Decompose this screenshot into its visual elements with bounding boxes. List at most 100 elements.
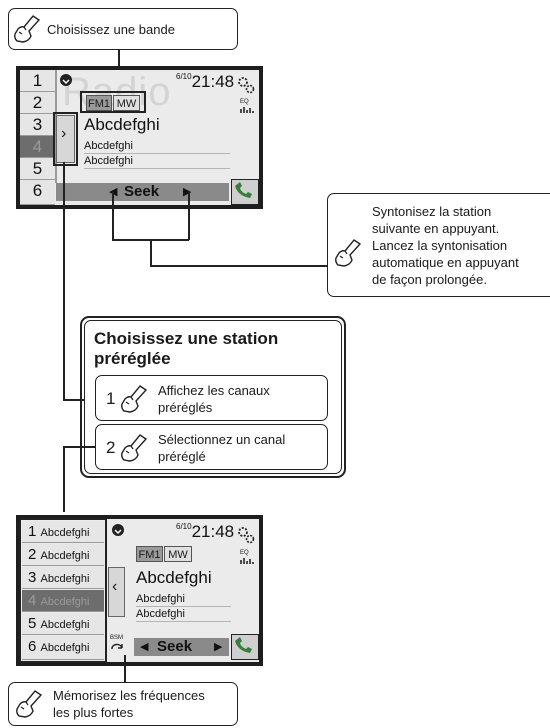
time: 21:48 [191,522,235,541]
bsm-button[interactable]: BSM [108,635,134,657]
preset-number-1[interactable]: 1 [20,70,55,92]
connector [150,265,328,267]
seek-bar [56,183,229,201]
preset-item-5[interactable]: 5 Abcdefghi [22,613,104,635]
preset-list-highlight [19,518,107,663]
station-info-2: Abcdefghi [136,608,185,620]
callout-memorize-text-2: les plus fortes [53,705,134,720]
pointing-hand-icon [121,385,148,413]
callout-band-text: Choisissez une bande [47,22,175,37]
callout-seek-text-2: suivante en appuyant. [372,221,500,236]
panel-title-2: préréglée [94,349,171,368]
list-toggle-highlight [53,112,78,166]
step-1: 1 Affichez les canaux préréglés [95,375,328,421]
panel-title-1: Choisissez une station [94,329,279,348]
preset-2-number: 2 [28,546,37,563]
bsm-label: BSM [110,635,124,641]
preset-list-close-button[interactable] [108,567,125,617]
preset-number-5[interactable]: 5 [20,158,55,180]
radio-screen-preset-list: 1 Abcdefghi 2 Abcdefghi 3 Abcdefghi 4 Ab… [16,515,263,666]
divider [84,153,230,154]
step-1-text-1: Affichez les canaux [158,383,270,398]
connector [118,50,120,72]
divider [84,168,230,169]
column-divider [55,70,57,183]
band-mw-button[interactable]: MW [164,546,192,562]
station-info-1: Abcdefghi [84,140,133,152]
step-1-number: 1 [106,389,116,408]
preset-number-4[interactable]: 4 [20,136,55,158]
preset-item-4[interactable]: 4 Abcdefghi [22,590,104,612]
preset-6-name: Abcdefghi [40,642,90,654]
preset-number-2[interactable]: 2 [20,92,55,114]
preset-number-6[interactable]: 6 [20,180,55,205]
preset-4-number: 4 [28,592,37,609]
station-name: Abcdefghi [136,568,212,587]
step-2-text-2: préréglé [158,449,206,464]
eq-label: EQ [240,550,249,556]
radio-screen: 1 2 3 4 5 6 Radio FM1 MW 6/1021:48 EQ › … [16,66,263,209]
phone-icon [235,182,252,198]
pointing-hand-icon [14,15,41,43]
menu-icon[interactable] [112,524,124,536]
connector [63,162,65,400]
preset-number-list: 1 2 3 4 5 6 [20,70,55,205]
step-2: 2 Sélectionnez un canal préréglé [95,424,328,470]
band-mw-button[interactable]: MW [113,95,140,111]
preset-6-number: 6 [28,638,37,655]
chevron-right-icon: › [61,125,67,142]
eq-icon[interactable]: EQ [240,99,256,115]
phone-button[interactable] [231,634,259,660]
preset-item-6[interactable]: 6 Abcdefghi [22,636,104,660]
preset-5-name: Abcdefghi [40,619,90,631]
callout-seek-text-4: automatique en appuyant [372,255,519,270]
seek-left-button[interactable]: ◀ [140,641,149,653]
menu-icon[interactable] [60,74,72,86]
preset-item-2[interactable]: 2 Abcdefghi [22,544,104,566]
band-fm1-button[interactable]: FM1 [86,95,112,111]
station-name: Abcdefghi [84,115,160,134]
seek-right-button[interactable]: ▶ [214,641,223,653]
callout-seek-text-3: Lancez la syntonisation [372,238,508,253]
eq-icon[interactable]: EQ [240,550,256,566]
divider [136,621,231,622]
pointing-hand-icon [121,434,148,462]
preset-item-3[interactable]: 3 Abcdefghi [22,567,104,589]
connector [112,192,114,240]
preset-1-number: 1 [28,523,37,540]
seek-right-button[interactable]: ▶ [183,185,191,198]
band-fm1-button[interactable]: FM1 [136,546,163,562]
connector [188,192,190,240]
station-info-1: Abcdefghi [136,593,185,605]
seek-label: Seek [157,638,193,655]
step-1-text-2: préréglés [158,400,213,415]
preset-5-number: 5 [28,615,37,632]
settings-gear-icon[interactable] [236,75,256,95]
eq-label: EQ [240,99,249,105]
preset-3-number: 3 [28,569,37,586]
preset-4-name: Abcdefghi [40,596,90,608]
callout-seek: Syntonisez la station suivante en appuya… [327,193,550,297]
preset-list: 1 Abcdefghi 2 Abcdefghi 3 Abcdefghi 4 Ab… [22,521,104,660]
clock: 6/1021:48 [176,522,234,542]
connector [124,655,126,683]
station-info-2: Abcdefghi [84,155,133,167]
phone-icon [235,637,252,653]
callout-choose-band: Choisissez une bande [8,8,238,50]
connector [150,239,152,266]
clock: 6/1021:48 [176,72,234,92]
phone-button[interactable] [231,179,259,205]
preset-number-3[interactable]: 3 [20,114,55,136]
band-selector [80,91,146,113]
preset-2-name: Abcdefghi [40,550,90,562]
preset-station-panel-outer [80,316,346,478]
step-2-text-1: Sélectionnez un canal [158,432,286,447]
callout-memorize: Mémorisez les fréquences les plus fortes [8,682,238,726]
connector [63,446,65,512]
settings-gear-icon[interactable] [236,525,256,545]
preset-item-1[interactable]: 1 Abcdefghi [22,521,104,543]
connector [63,399,95,401]
connector [63,446,95,448]
preset-list-toggle-button[interactable] [56,115,75,163]
pointing-hand-icon [16,690,43,718]
